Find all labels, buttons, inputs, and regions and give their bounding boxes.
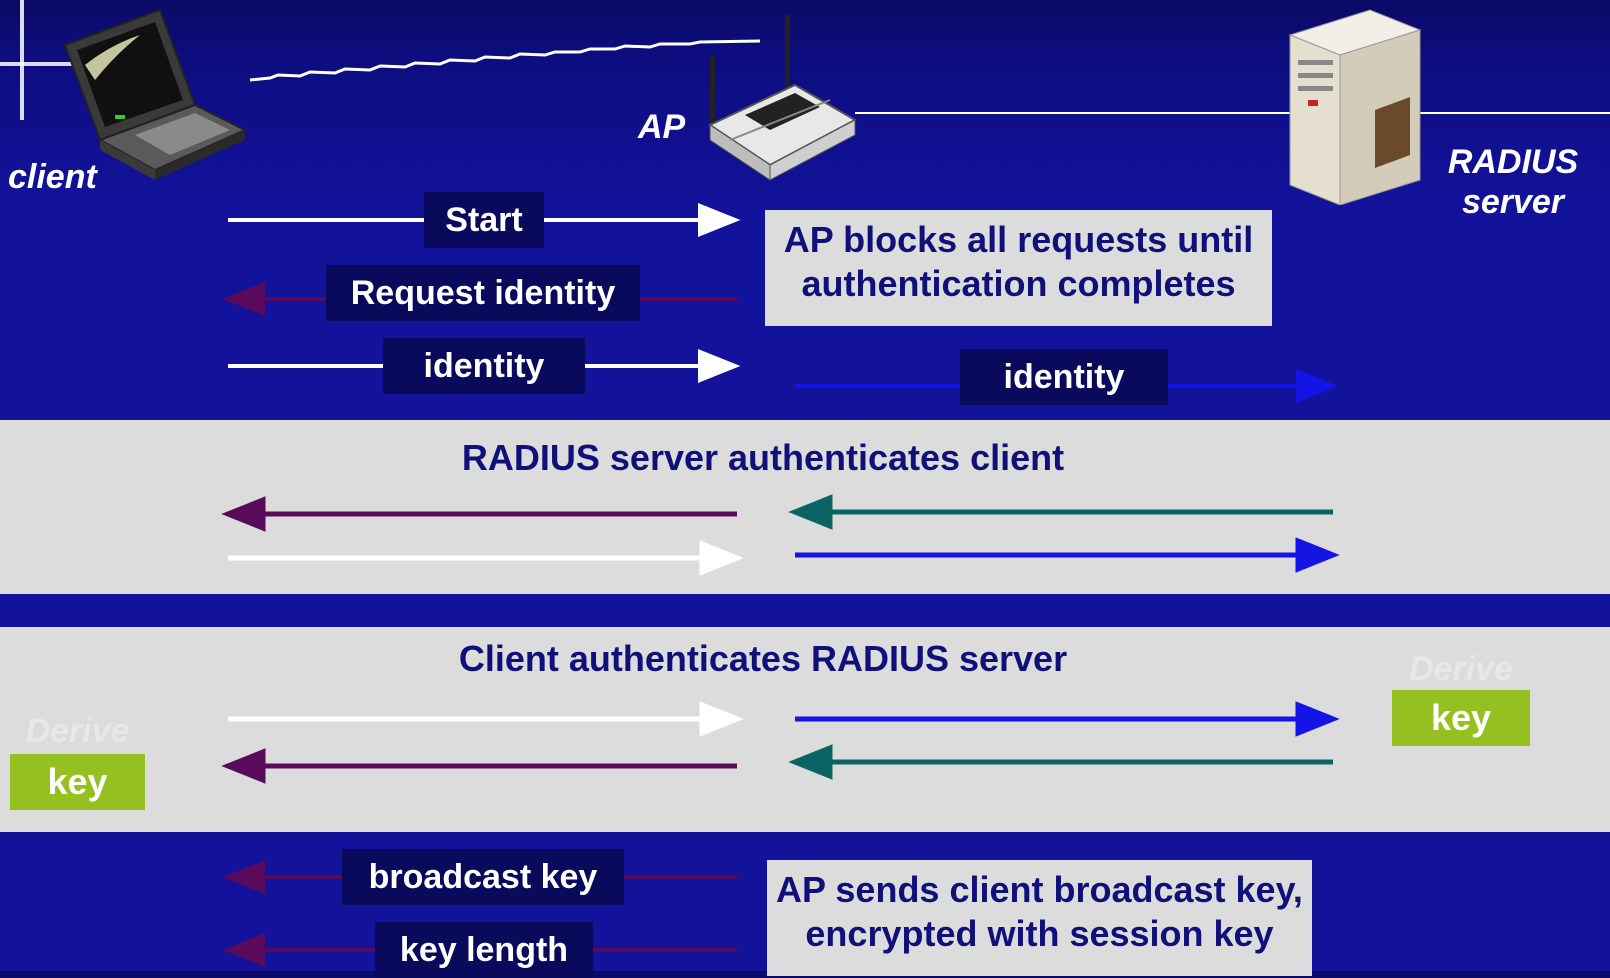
start-label: Start xyxy=(424,192,544,248)
key-right-badge: key xyxy=(1392,690,1530,746)
ap-blocks-note-line1: AP blocks all requests until xyxy=(783,219,1254,260)
ap-blocks-note-line2: authentication completes xyxy=(801,263,1236,304)
ap-sends-note-line2: encrypted with session key xyxy=(805,913,1274,954)
server-label-line2: server xyxy=(1461,183,1565,221)
phase3-title: Client authenticates RADIUS server xyxy=(458,638,1068,679)
corner-vertical-line xyxy=(20,0,24,120)
identity-server-label: identity xyxy=(960,349,1168,405)
arrow-p3-white xyxy=(228,701,744,737)
ap-blocks-note: AP blocks all requests until authenticat… xyxy=(765,210,1272,326)
client-label: client xyxy=(8,158,97,196)
derive-right-label: Derive xyxy=(1409,650,1513,688)
request-identity-label: Request identity xyxy=(326,265,640,321)
corner-horizontal-line xyxy=(0,62,110,66)
server-label-line1: RADIUS xyxy=(1447,143,1579,181)
ap-sends-note: AP sends client broadcast key, encrypted… xyxy=(767,860,1312,976)
derive-left-label: Derive xyxy=(25,712,130,750)
ap-label: AP xyxy=(638,108,686,146)
broadcast-key-label: broadcast key xyxy=(342,849,624,905)
arrow-p2-purple xyxy=(221,496,737,532)
arrow-p3-blue xyxy=(795,701,1340,737)
arrow-p3-purple xyxy=(221,748,737,784)
ap-sends-note-line1: AP sends client broadcast key, xyxy=(776,869,1303,910)
ap-server-link-line xyxy=(855,112,1610,114)
arrow-p2-teal xyxy=(788,494,1333,530)
arrow-p3-teal xyxy=(788,744,1333,780)
arrow-p2-white xyxy=(228,540,744,576)
phase3-band xyxy=(0,627,1610,832)
key-left-badge: key xyxy=(10,754,145,810)
phase2-title: RADIUS server authenticates client xyxy=(461,437,1065,478)
arrow-p2-blue xyxy=(795,537,1340,573)
server-tower-icon xyxy=(1280,5,1430,205)
identity-client-label: identity xyxy=(383,338,585,394)
laptop-icon xyxy=(55,5,250,180)
wireless-router-icon xyxy=(700,15,870,185)
key-length-label: key length xyxy=(375,922,593,978)
